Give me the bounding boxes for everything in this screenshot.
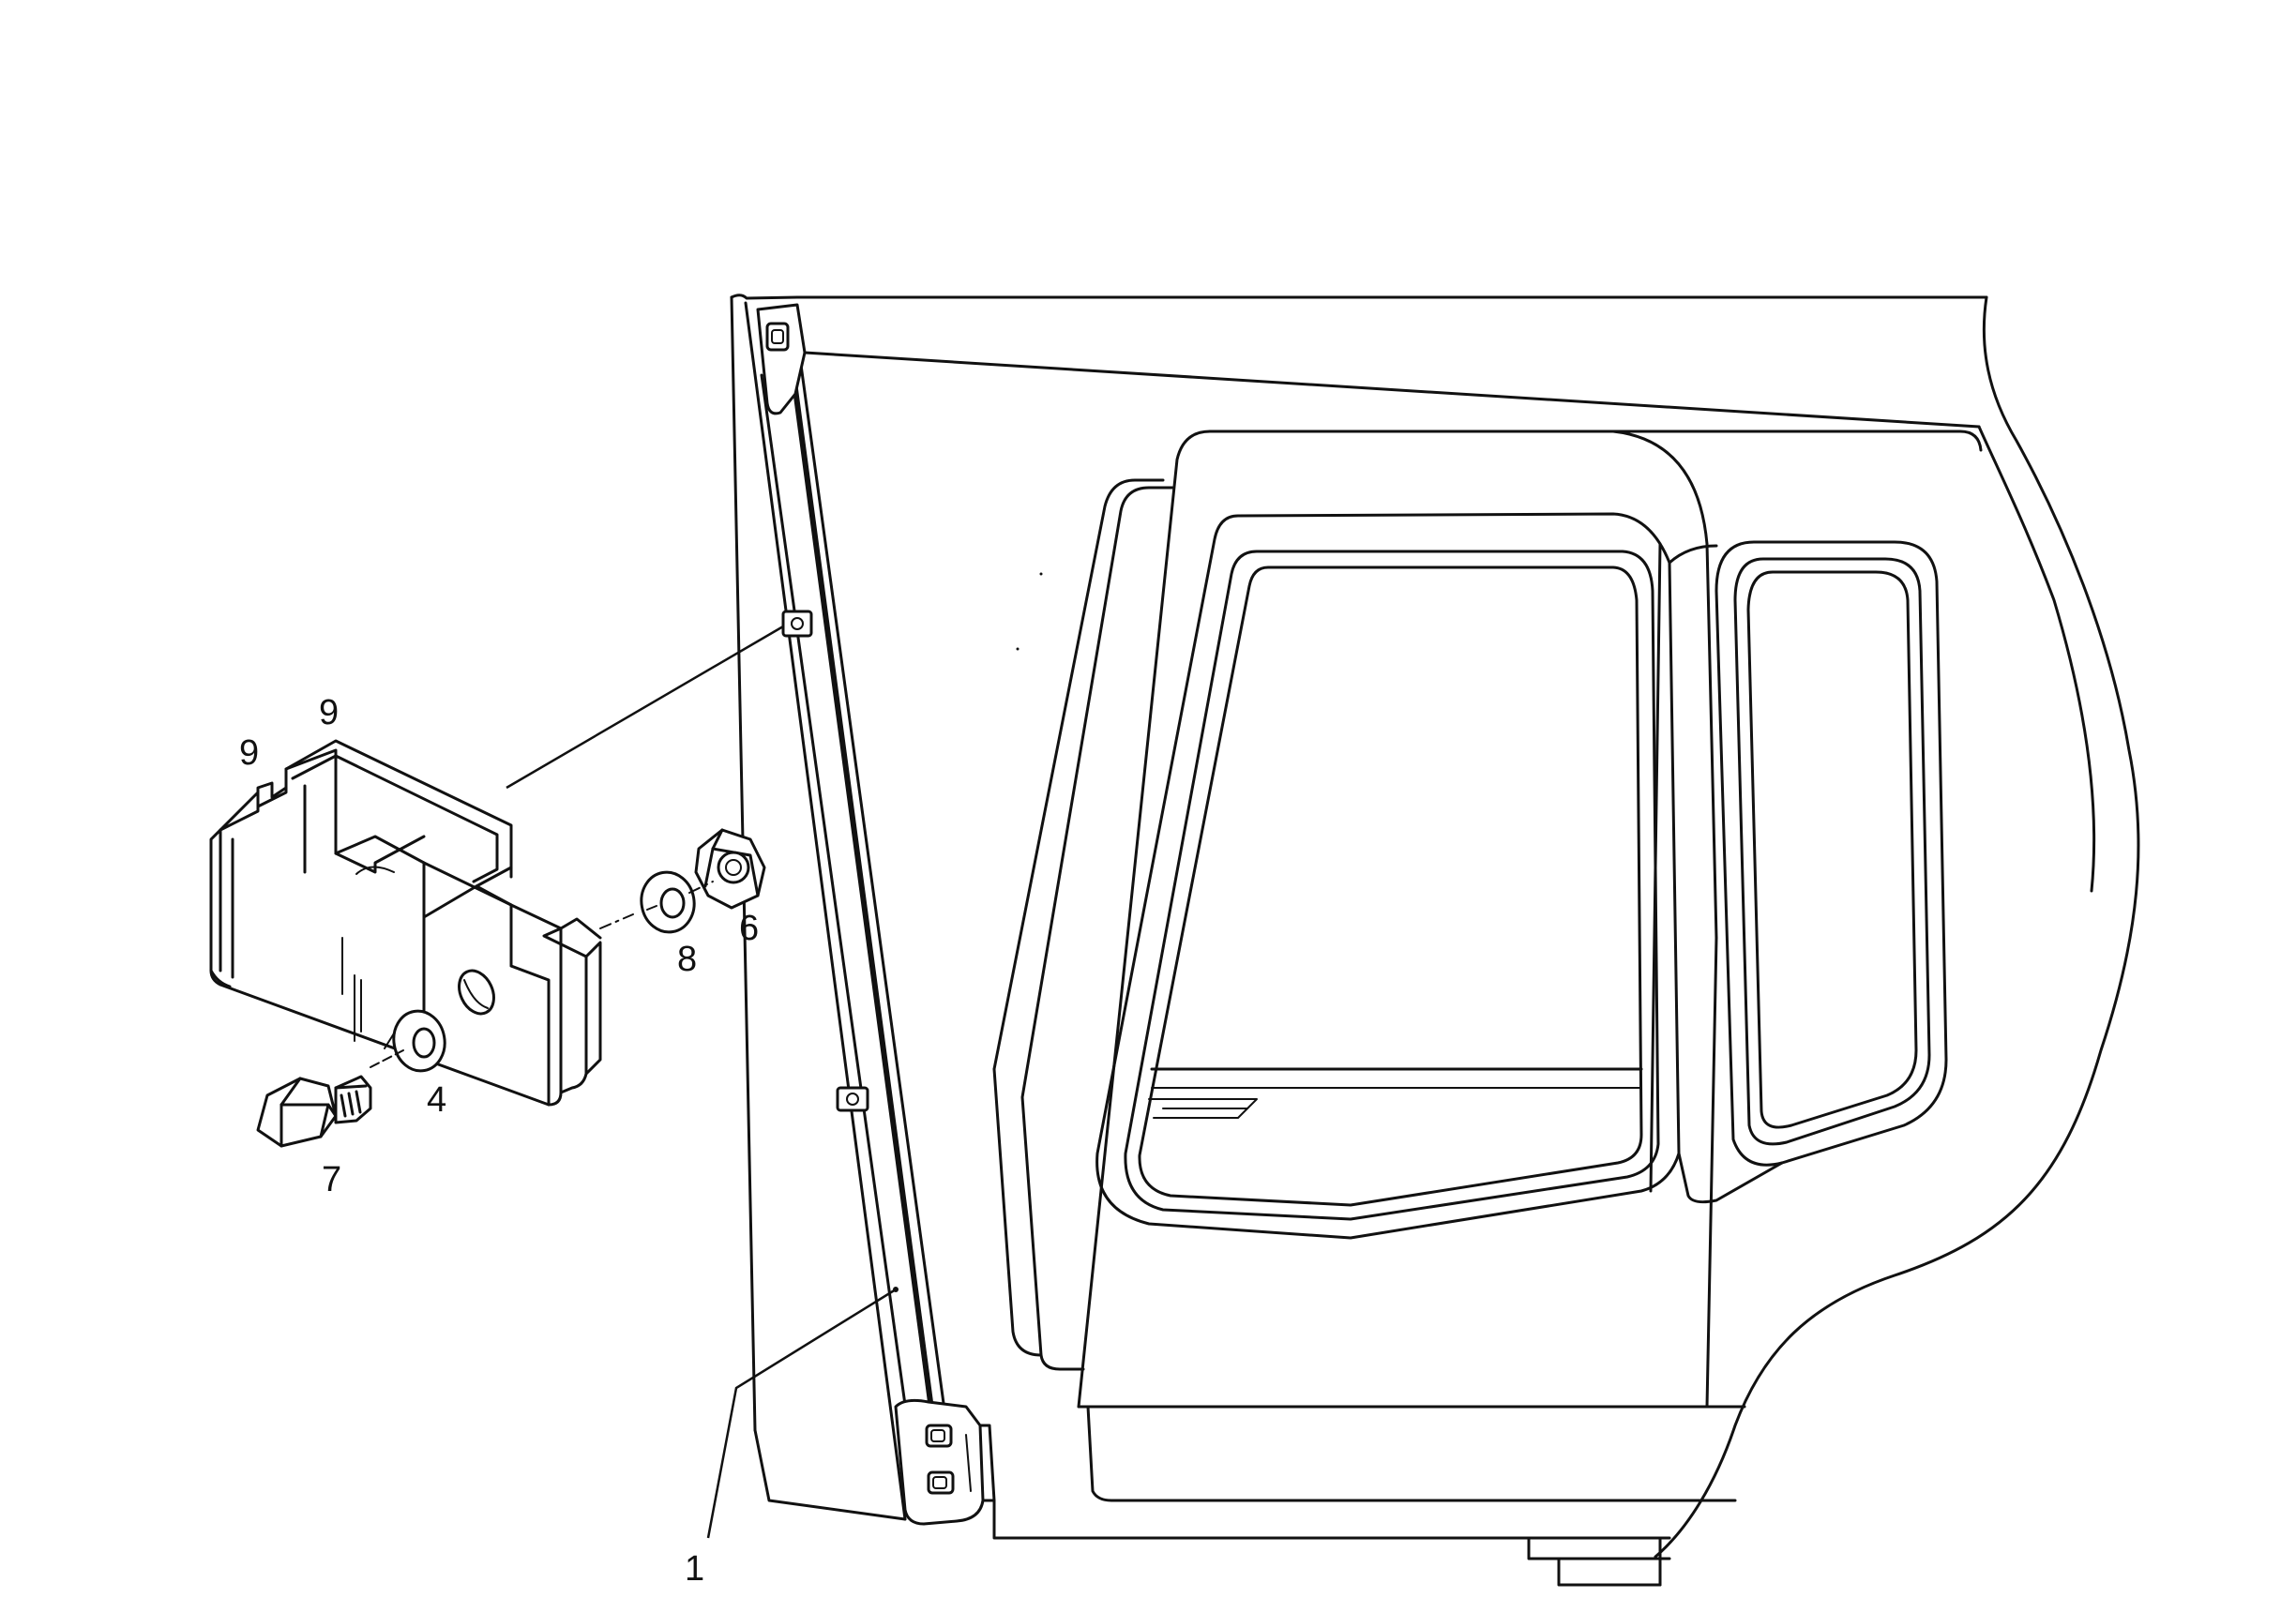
callout-8: 8 (677, 940, 697, 979)
callout-labels: 1 4 6 7 8 9 9 (239, 693, 899, 1589)
scan-dot (1039, 572, 1043, 576)
mounting-bracket (209, 739, 602, 1107)
scan-dot (1016, 647, 1020, 651)
washer-bolt-side (384, 1009, 446, 1073)
callout-9-left: 9 (239, 733, 259, 773)
callout-6: 6 (739, 909, 759, 948)
cab-body (795, 295, 2140, 1587)
callout-4: 4 (427, 1080, 446, 1120)
door-frame-strip (730, 294, 996, 1526)
washer-nut-side (640, 870, 696, 934)
assembly-lines (370, 625, 784, 1068)
bolt (256, 1075, 372, 1148)
nut (694, 828, 766, 910)
callout-1: 1 (685, 1549, 704, 1589)
rear-window (1668, 540, 1948, 1204)
front-window (1095, 512, 1681, 1240)
callout-7: 7 (322, 1160, 341, 1199)
callout-9-right: 9 (319, 693, 339, 732)
